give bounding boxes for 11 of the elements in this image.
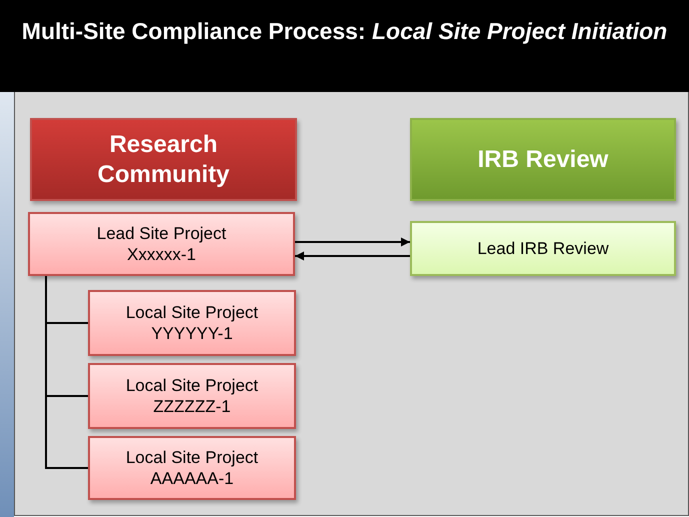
arrow — [295, 252, 410, 260]
process-box: Lead Site Project Xxxxxx-1 — [28, 212, 295, 276]
process-box: Lead IRB Review — [410, 221, 676, 276]
process-box: Local Site Project YYYYYY-1 — [88, 290, 296, 356]
title: Multi-Site Compliance Process: Local Site Project Initiation — [20, 17, 668, 46]
category-header: Research Community — [30, 118, 297, 201]
arrow — [295, 238, 410, 246]
process-box: Local Site Project AAAAAA-1 — [88, 436, 296, 500]
category-header: IRB Review — [410, 118, 676, 201]
process-box: Local Site Project ZZZZZZ-1 — [88, 363, 296, 429]
connector-line — [45, 276, 88, 469]
